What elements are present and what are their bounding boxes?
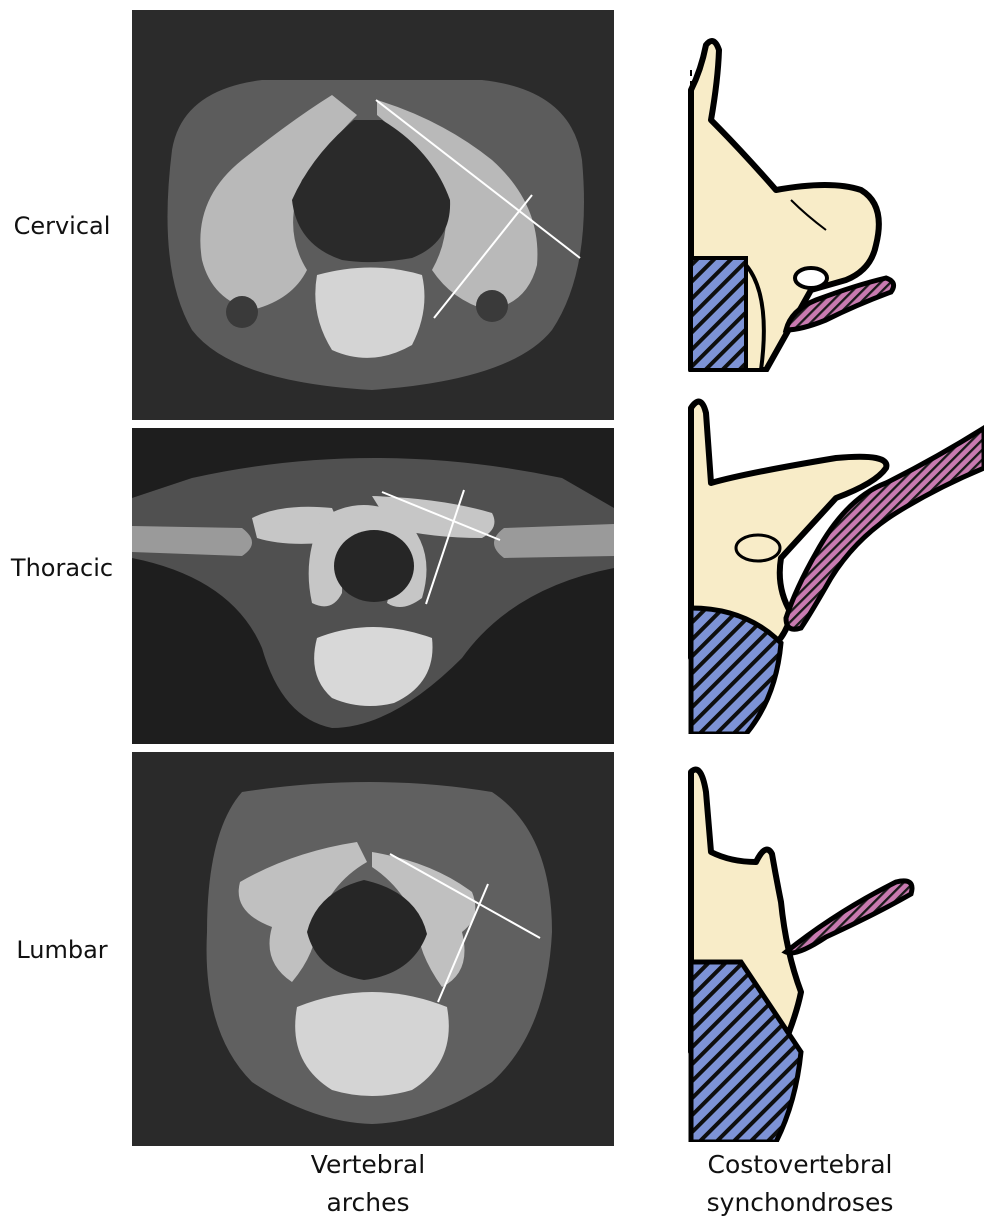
row-label-lumbar: Lumbar [0, 936, 124, 964]
foramen-left [226, 296, 258, 328]
column-label-line1: Vertebral [268, 1146, 468, 1184]
rib-left [132, 526, 252, 556]
lumbar-synchondrosis-diagram [686, 762, 984, 1142]
thoracic-synchondrosis-diagram [686, 388, 984, 734]
lumbar-xray-panel [132, 752, 614, 1146]
column-label-line2: arches [268, 1184, 468, 1222]
foramen [736, 535, 780, 561]
column-label-costovertebral-synchondroses: Costovertebral synchondroses [660, 1146, 940, 1222]
rib-process [786, 881, 912, 953]
vertebral-centrum [691, 258, 746, 370]
row-label-thoracic: Thoracic [0, 554, 124, 582]
spinal-canal [334, 530, 414, 602]
column-label-line2: synchondroses [660, 1184, 940, 1222]
transverse-foramen [795, 268, 827, 288]
foramen-right [476, 290, 508, 322]
cervical-synchondrosis-diagram [686, 30, 984, 372]
rib-right [494, 524, 614, 558]
cervical-xray-panel [132, 10, 614, 420]
thoracic-xray-panel [132, 428, 614, 744]
column-label-vertebral-arches: Vertebral arches [268, 1146, 468, 1222]
row-label-cervical: Cervical [0, 212, 124, 240]
column-label-line1: Costovertebral [660, 1146, 940, 1184]
vertebral-body [315, 268, 424, 358]
